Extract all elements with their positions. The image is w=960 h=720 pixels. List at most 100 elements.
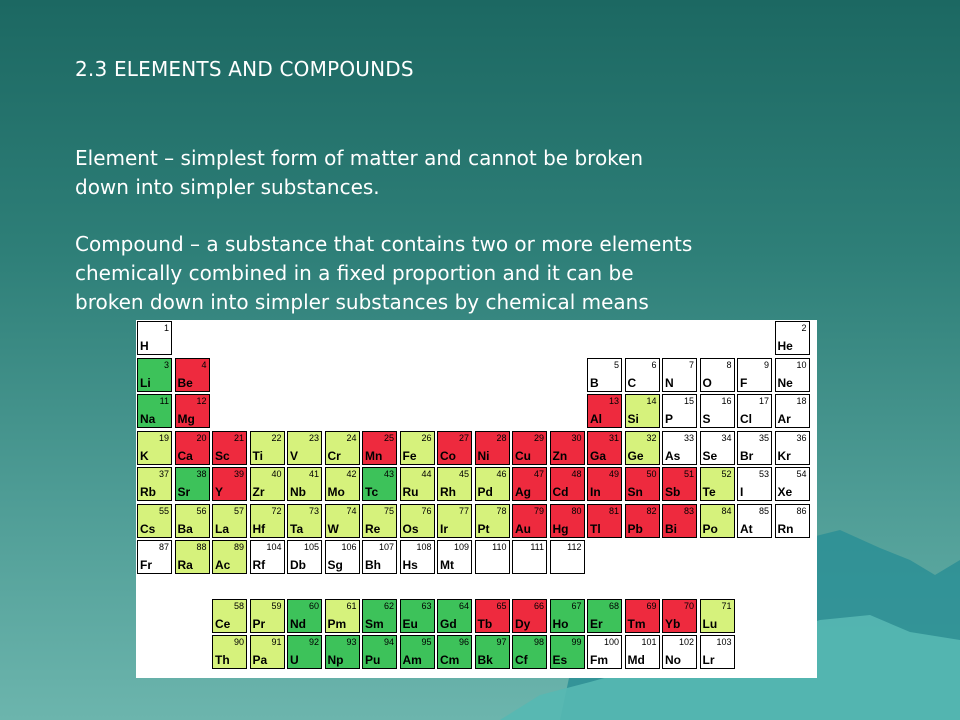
- element-symbol: Cl: [740, 412, 752, 426]
- element-symbol: Kr: [777, 448, 791, 463]
- atomic-number: 12: [196, 396, 207, 406]
- element-symbol: Br: [740, 448, 754, 463]
- text-line: broken down into simpler substances by c…: [75, 290, 649, 314]
- element-symbol: Al: [590, 412, 602, 426]
- element-symbol: Am: [402, 653, 422, 667]
- atomic-number: 60: [308, 600, 319, 611]
- element-symbol: Tl: [590, 521, 601, 536]
- atomic-number: 89: [233, 542, 244, 552]
- element-cell: 112: [549, 540, 585, 574]
- atomic-number: 25: [383, 432, 394, 443]
- atomic-number: 50: [646, 469, 657, 479]
- element-symbol: Se: [702, 448, 718, 463]
- element-symbol: Au: [515, 521, 531, 536]
- element-symbol: Fe: [402, 448, 417, 463]
- element-symbol: Po: [702, 521, 718, 536]
- element-symbol: Hg: [552, 521, 569, 536]
- atomic-number: 109: [453, 542, 469, 552]
- element-symbol: Cr: [327, 448, 341, 463]
- element-symbol: Lu: [702, 616, 718, 631]
- element-symbol: Li: [140, 375, 151, 390]
- atomic-number: 99: [571, 637, 582, 647]
- atomic-number: 102: [678, 637, 694, 647]
- atomic-number: 62: [383, 600, 394, 611]
- atomic-number: 58: [233, 600, 244, 611]
- atomic-number: 48: [571, 469, 582, 479]
- element-symbol: U: [290, 653, 299, 667]
- atomic-number: 54: [796, 469, 807, 479]
- element-symbol: Bh: [365, 558, 381, 572]
- atomic-number: 65: [496, 600, 507, 611]
- element-symbol: Ga: [590, 448, 607, 463]
- atomic-number: 29: [533, 432, 544, 443]
- element-symbol: In: [590, 485, 601, 499]
- element-symbol: Ti: [252, 448, 263, 463]
- atomic-number: 7: [688, 359, 694, 370]
- element-symbol: Bk: [477, 653, 493, 667]
- atomic-number: 71: [721, 600, 732, 611]
- element-symbol: Lr: [702, 653, 715, 667]
- compound-definition: Compound – a substance that contains two…: [75, 230, 865, 317]
- atomic-number: 101: [641, 637, 657, 647]
- atomic-number: 107: [378, 542, 394, 552]
- atomic-number: 91: [271, 637, 282, 647]
- element-symbol: Co: [440, 448, 456, 463]
- element-symbol: H: [140, 339, 149, 353]
- element-symbol: Pu: [365, 653, 381, 667]
- atomic-number: 4: [201, 359, 207, 370]
- atomic-number: 20: [196, 432, 207, 443]
- element-symbol: Mt: [440, 558, 454, 572]
- atomic-number: 14: [646, 396, 657, 406]
- element-symbol: Ra: [177, 558, 193, 572]
- element-symbol: Te: [702, 485, 716, 499]
- atomic-number: 47: [533, 469, 544, 479]
- element-symbol: Ge: [627, 448, 644, 463]
- atomic-number: 73: [308, 505, 319, 516]
- atomic-number: 70: [683, 600, 694, 611]
- atomic-number: 2: [801, 323, 807, 333]
- atomic-number: 15: [683, 396, 694, 406]
- atomic-number: 23: [308, 432, 319, 443]
- element-symbol: Os: [402, 521, 419, 536]
- atomic-number: 33: [683, 432, 694, 443]
- element-symbol: Nd: [290, 616, 306, 631]
- atomic-number: 100: [603, 637, 619, 647]
- atomic-number: 24: [346, 432, 357, 443]
- element-symbol: P: [665, 412, 674, 426]
- atomic-number: 52: [721, 469, 732, 479]
- element-symbol: Sm: [365, 616, 384, 631]
- atomic-number: 16: [721, 396, 732, 406]
- element-symbol: Ba: [177, 521, 193, 536]
- atomic-number: 98: [533, 637, 544, 647]
- atomic-number: 55: [158, 505, 169, 516]
- atomic-number: 84: [721, 505, 732, 516]
- atomic-number: 19: [158, 432, 169, 443]
